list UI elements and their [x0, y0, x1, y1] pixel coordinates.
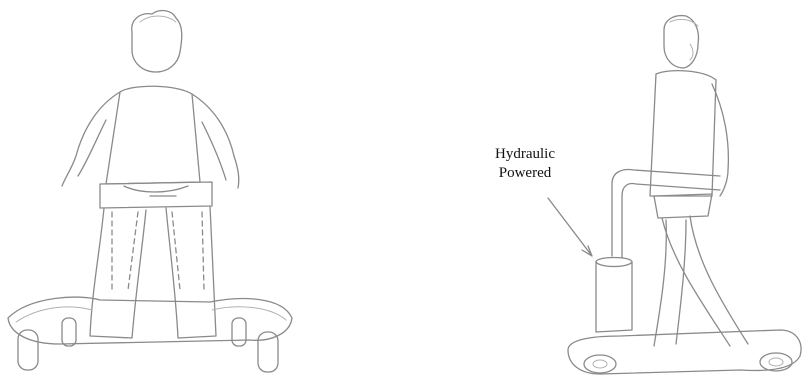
front-left-leg: [90, 208, 146, 338]
side-harness: [654, 194, 712, 218]
side-leg-back: [654, 220, 686, 346]
front-leg-brace: [112, 212, 204, 290]
side-torso: [650, 71, 716, 196]
side-wheel-front: [584, 355, 616, 373]
hydraulic-powered-label: Hydraulic Powered: [470, 145, 580, 183]
front-harness-belt: [100, 182, 212, 208]
front-head: [132, 11, 182, 72]
front-wheel-right-outer: [258, 332, 278, 372]
front-left-arm: [62, 92, 120, 186]
front-base-frame: [8, 297, 292, 344]
side-view-sketch: [548, 16, 801, 374]
label-line-1: Hydraulic: [470, 145, 580, 164]
hydraulic-column: [596, 258, 632, 333]
side-leg-front: [662, 216, 748, 346]
front-wheel-left-inner: [62, 318, 76, 346]
label-line-2: Powered: [470, 164, 580, 183]
side-wheel-rear: [760, 353, 792, 371]
side-head: [664, 16, 699, 68]
front-view-sketch: [8, 11, 292, 372]
front-torso: [106, 86, 200, 184]
annotation-arrow: [548, 198, 592, 256]
front-wheel-right-inner: [232, 318, 246, 346]
